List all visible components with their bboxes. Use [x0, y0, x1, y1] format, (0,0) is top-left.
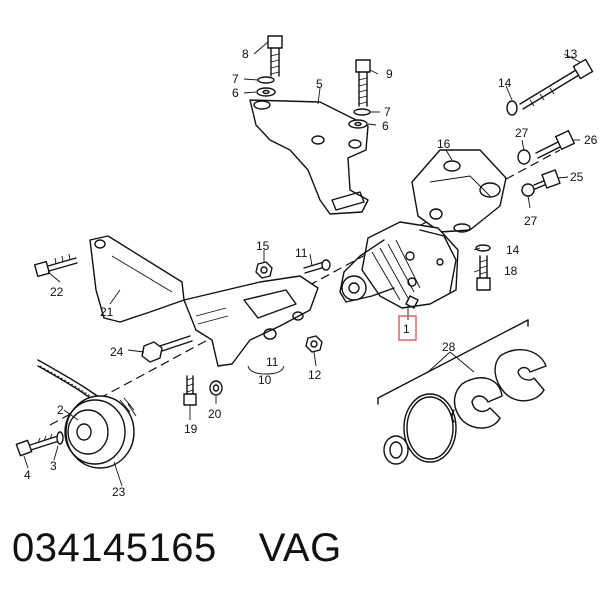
highlight-box: [398, 315, 417, 341]
upper-bracket: [249, 99, 369, 215]
callout-1: 1: [403, 322, 410, 336]
part-caption: 034145165 VAG: [12, 518, 342, 578]
bolt-25: [533, 169, 561, 190]
bolt-26: [535, 129, 576, 159]
pulley-bolt: [15, 433, 60, 457]
callout-2: 2: [57, 403, 64, 417]
shaft-seal: [383, 435, 409, 465]
brand-name: VAG: [258, 525, 342, 570]
callout-4: 4: [24, 468, 31, 482]
callout-7b: 7: [384, 105, 391, 119]
stud-11: [303, 259, 331, 274]
callout-27a: 27: [515, 126, 529, 140]
bolt-22: [33, 253, 78, 278]
callout-14a: 14: [498, 76, 512, 90]
bushing-27a: [517, 149, 531, 165]
bolt-24: [141, 335, 193, 363]
callout-27b: 27: [524, 214, 538, 228]
callout-20: 20: [208, 407, 222, 421]
nut-15: [255, 261, 273, 279]
bolt-18: [476, 255, 491, 291]
mounting-bracket-21: [89, 235, 185, 323]
snap-ring: [451, 409, 455, 423]
washer-20: [209, 380, 223, 396]
callout-26: 26: [584, 133, 598, 147]
callout-12: 12: [308, 368, 322, 382]
o-ring: [403, 393, 457, 463]
pulley-washer: [56, 431, 64, 445]
washer-14a: [506, 100, 518, 116]
bolt-19: [183, 375, 197, 406]
bracket-washer-7a: [257, 76, 275, 84]
callout-19: 19: [184, 422, 198, 436]
callout-9: 9: [386, 67, 393, 81]
long-bolt-13: [519, 58, 594, 110]
bracket-washer-6a: [256, 87, 276, 97]
washer-14b: [475, 244, 491, 252]
callout-3: 3: [50, 459, 57, 473]
lower-bracket: [183, 275, 319, 367]
cam-ring: [453, 377, 503, 429]
part-number: 034145165: [12, 525, 217, 570]
bracket-bolt-9: [355, 59, 371, 107]
callout-6a: 6: [232, 86, 239, 100]
callout-22: 22: [50, 285, 64, 299]
exploded-parts-diagram: 1 2 3 4 5 6 6 7 7 8 9 10 11 11 12 13 14 …: [15, 35, 598, 499]
callout-7a: 7: [232, 72, 239, 86]
nut-12: [305, 335, 323, 353]
callout-18: 18: [504, 264, 518, 278]
callout-11b: 11: [266, 355, 279, 369]
leader-lines: [23, 41, 581, 487]
bracket-bolt-8: [267, 35, 283, 77]
repair-kit: [377, 319, 529, 405]
pressure-plate: [494, 348, 547, 402]
power-steering-pump: [339, 221, 459, 309]
callout-10: 10: [258, 373, 272, 387]
callout-6b: 6: [382, 119, 389, 133]
callout-14b: 14: [506, 243, 520, 257]
callout-23: 23: [112, 485, 126, 499]
support-bracket: [411, 149, 507, 233]
washer-27b: [521, 183, 535, 197]
callout-21: 21: [100, 305, 114, 319]
bracket-washer-6b: [348, 119, 368, 129]
bracket-washer-7b: [353, 108, 371, 116]
callout-8: 8: [242, 47, 249, 61]
callout-11a: 11: [295, 246, 308, 260]
callout-24: 24: [110, 345, 124, 359]
callout-13: 13: [564, 47, 578, 61]
callout-25: 25: [570, 170, 584, 184]
callout-28: 28: [442, 340, 456, 354]
callout-5: 5: [316, 77, 323, 91]
callout-numbers: 1 2 3 4 5 6 6 7 7 8 9 10 11 11 12 13 14 …: [24, 47, 598, 499]
callout-15: 15: [256, 239, 270, 253]
callout-16: 16: [437, 137, 451, 151]
pulley: [64, 395, 137, 469]
